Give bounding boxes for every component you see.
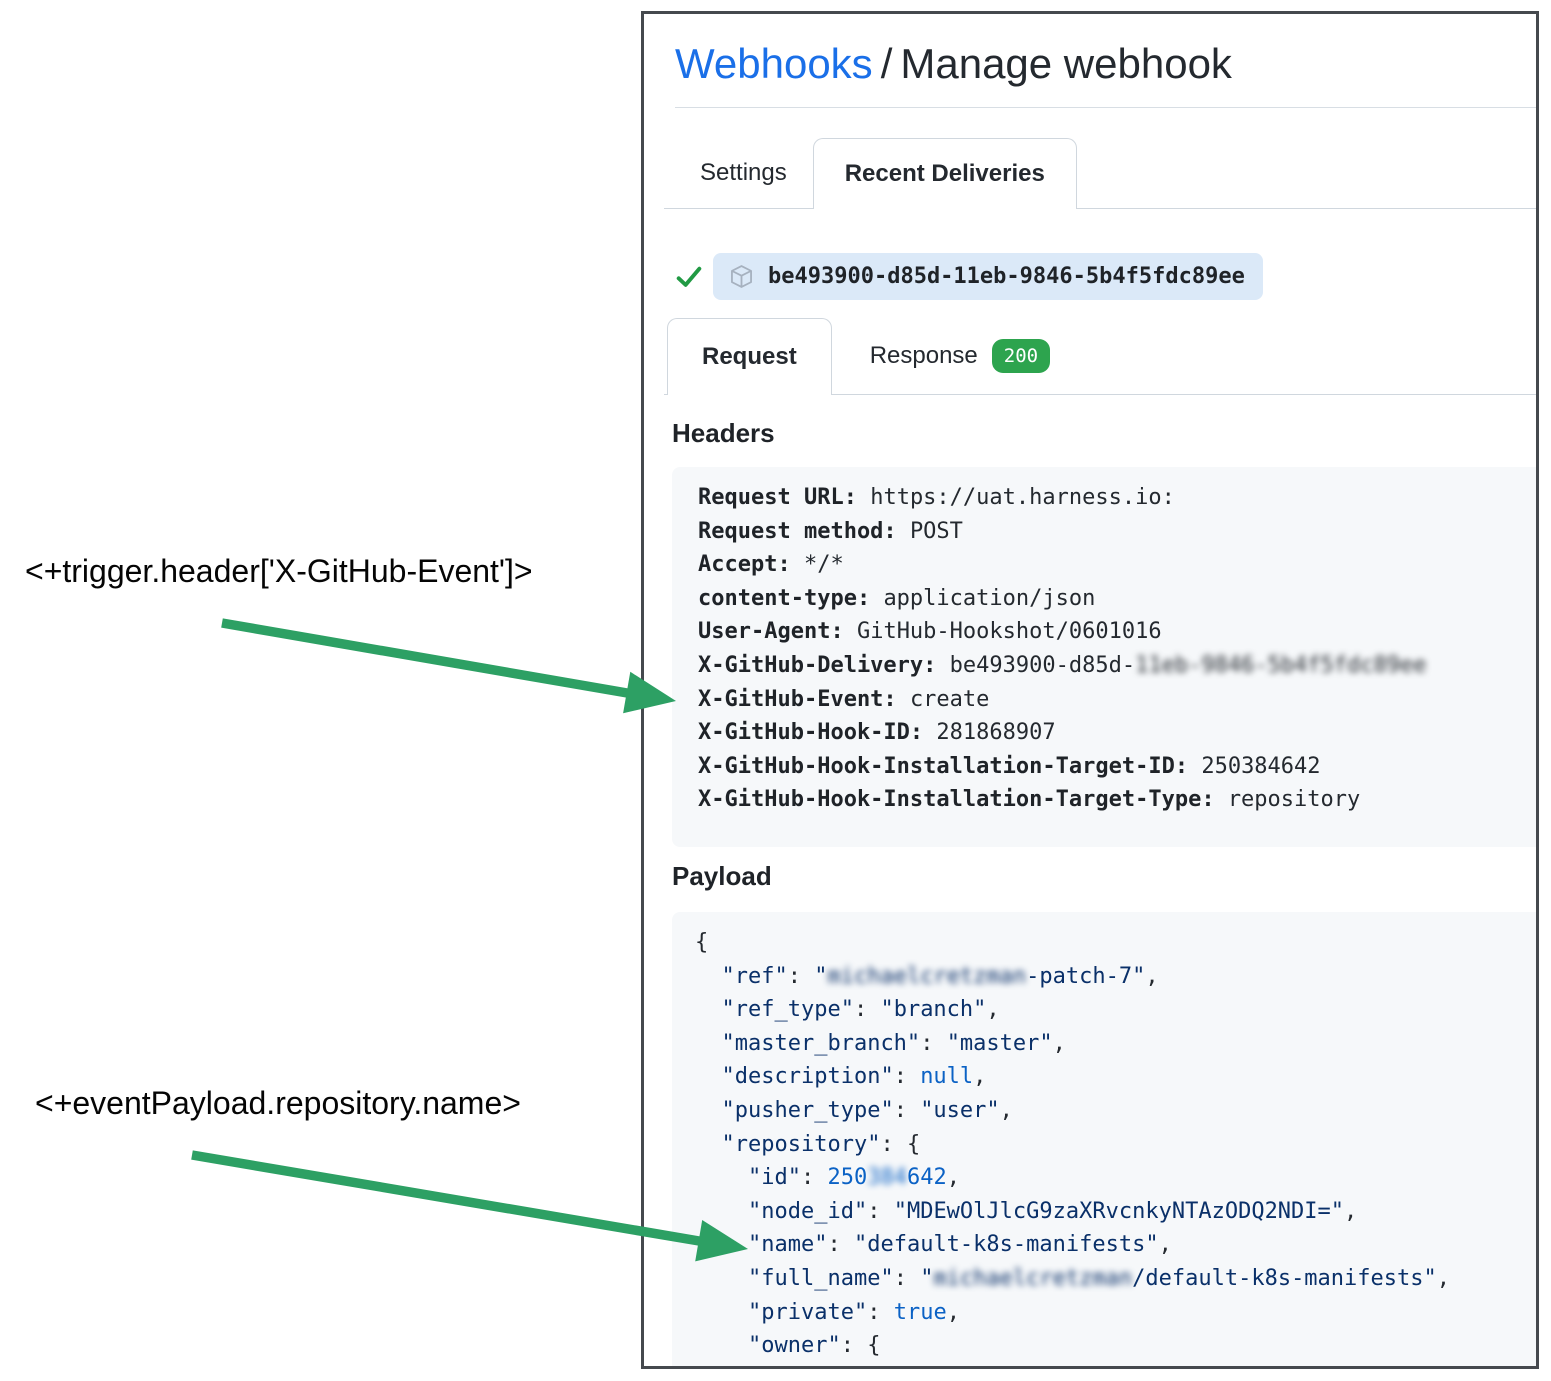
webhook-panel: Webhooks/Manage webhook Settings Recent … (641, 11, 1539, 1369)
header-line: X-GitHub-Hook-Installation-Target-ID: 25… (698, 753, 1321, 779)
header-line: content-type: application/json (698, 585, 1096, 611)
delivery-guid: be493900-d85d-11eb-9846-5b4f5fdc89ee (768, 264, 1245, 289)
main-tabnav: Settings Recent Deliveries (664, 138, 1536, 209)
tab-response[interactable]: Response 200 (844, 318, 1076, 394)
payload-line: "repository": { (721, 1131, 921, 1157)
tab-response-label: Response (869, 342, 978, 369)
payload-line: "description": null, (721, 1064, 987, 1090)
header-line: Request method: POST (698, 518, 963, 544)
header-line: X-GitHub-Event: create (698, 686, 990, 712)
payload-code-block: { "ref": "michaelcretzman-patch-7", "ref… (672, 912, 1536, 1366)
title-divider (675, 107, 1536, 108)
payload-heading: Payload (672, 861, 772, 891)
header-line: Request URL: https://uat.harness.io: (698, 485, 1175, 510)
payload-line: "master_branch": "master", (721, 1030, 1066, 1056)
payload-line: "full_name": "michaelcretzman/default-k8… (747, 1265, 1451, 1291)
payload-line: "name": "default-k8s-manifests", (747, 1232, 1172, 1258)
payload-line: "owner": { (747, 1333, 881, 1359)
tab-settings[interactable]: Settings (700, 159, 787, 186)
breadcrumb-separator: / (880, 40, 893, 87)
payload-line: "node_id": "MDEwOlJlcG9zaXRvcnkyNTAzODQ2… (747, 1198, 1358, 1224)
arrow-icon (221, 618, 676, 714)
delivery-tabnav: Request Response 200 (664, 318, 1536, 395)
header-line: X-GitHub-Hook-ID: 281868907 (698, 720, 1056, 746)
delivery-item[interactable]: be493900-d85d-11eb-9846-5b4f5fdc89ee (713, 253, 1263, 300)
payload-line: "private": true, (747, 1299, 960, 1325)
page-title: Webhooks/Manage webhook (675, 40, 1232, 88)
webhooks-breadcrumb-link[interactable]: Webhooks (675, 40, 873, 87)
package-icon (731, 265, 752, 288)
annotation-event-payload: <+eventPayload.repository.name> (35, 1085, 521, 1121)
annotation-trigger-header: <+trigger.header['X-GitHub-Event']> (25, 553, 533, 589)
redacted-text: 11eb-9846-5b4f5fdc89ee (1135, 652, 1427, 678)
header-line: Accept: */* (698, 552, 844, 578)
header-line: X-GitHub-Delivery: be493900-d85d-11eb-98… (698, 652, 1427, 678)
status-badge: 200 (991, 339, 1051, 373)
payload-line: "ref": "michaelcretzman-patch-7", (721, 963, 1159, 989)
redacted-text: 384 (867, 1165, 907, 1191)
tab-request[interactable]: Request (667, 318, 832, 395)
success-check-icon (676, 266, 702, 287)
payload-line: "pusher_type": "user", (721, 1097, 1013, 1123)
header-line: User-Agent: GitHub-Hookshot/0601016 (698, 619, 1162, 645)
header-line: X-GitHub-Hook-Installation-Target-Type: … (698, 787, 1361, 813)
payload-line: "id": 250384642, (747, 1165, 960, 1191)
redacted-text: michaelcretzman (827, 963, 1027, 989)
headers-code-block: Request URL: https://uat.harness.io: Requ… (672, 467, 1536, 847)
delivery-row: be493900-d85d-11eb-9846-5b4f5fdc89ee (644, 253, 1536, 301)
payload-line: { (695, 930, 709, 955)
page-title-current: Manage webhook (900, 40, 1232, 87)
headers-heading: Headers (672, 418, 775, 448)
tab-recent-deliveries[interactable]: Recent Deliveries (812, 138, 1077, 209)
payload-line: "ref_type": "branch", (721, 997, 1000, 1023)
redacted-text: michaelcretzman (933, 1265, 1133, 1291)
